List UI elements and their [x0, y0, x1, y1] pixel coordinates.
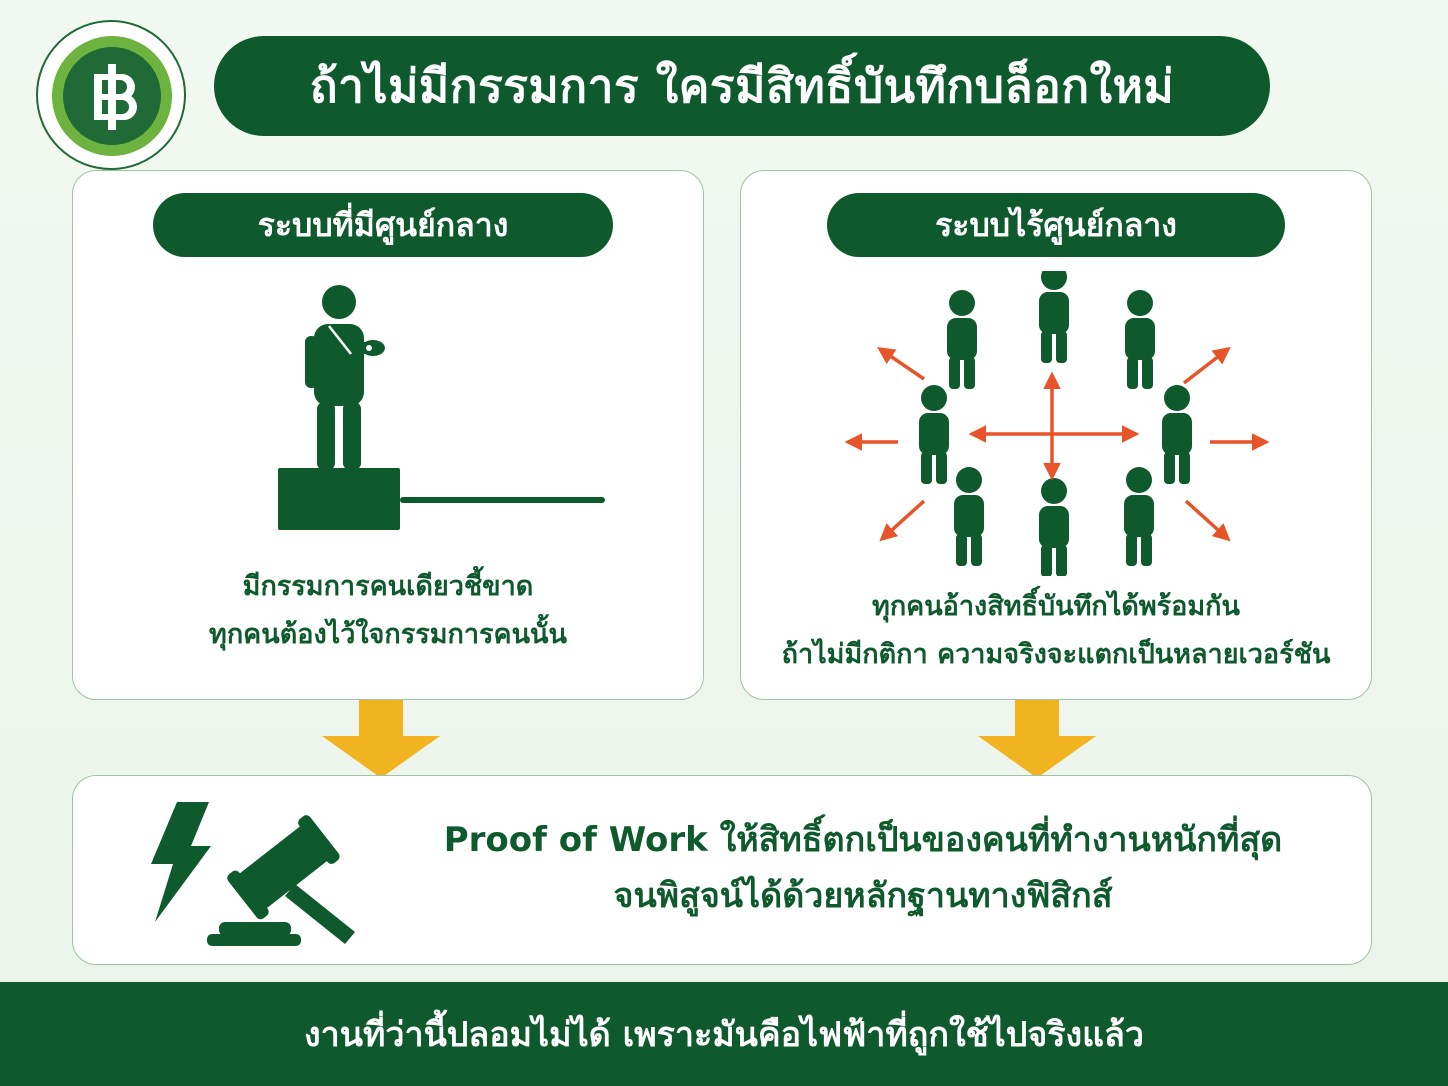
centralized-caption: มีกรรมการคนเดียวชี้ขาด ทุกคนต้องไว้ใจกรร…: [73, 563, 703, 659]
result-line1: Proof of Work ให้สิทธิ์ตกเป็นของคนที่ทำง…: [443, 820, 1283, 860]
decentralized-caption-line2: ถ้าไม่มีกติกา ความจริงจะแตกเป็นหลายเวอร์…: [781, 639, 1331, 670]
centralized-caption-line1: มีกรรมการคนเดียวชี้ขาด: [242, 571, 534, 602]
down-arrow-right-icon: [978, 700, 1096, 778]
baht-icon: [52, 36, 172, 156]
centralized-caption-line2: ทุกคนต้องไว้ใจกรรมการคนนั้น: [209, 619, 567, 650]
referee-on-podium-icon: [278, 285, 605, 530]
result-panel: Proof of Work ให้สิทธิ์ตกเป็นของคนที่ทำง…: [72, 775, 1372, 965]
centralized-panel: ระบบที่มีศูนย์กลาง มีกรรมการคนเดียวชี้ขา…: [72, 170, 704, 700]
footer-banner: งานที่ว่านี้ปลอมไม่ได้ เพราะมันคือไฟฟ้าท…: [0, 982, 1448, 1086]
network-of-people-icon: [844, 271, 1270, 576]
down-arrow-left-icon: [322, 700, 440, 778]
decentralized-panel: ระบบไร้ศูนย์กลาง: [740, 170, 1372, 700]
result-text: Proof of Work ให้สิทธิ์ตกเป็นของคนที่ทำง…: [373, 812, 1353, 924]
decentralized-caption-line1: ทุกคนอ้างสิทธิ์บันทึกได้พร้อมกัน: [872, 591, 1240, 622]
result-line2: จนพิสูจน์ได้ด้วยหลักฐานทางฟิสิกส์: [613, 876, 1113, 916]
logo: [36, 20, 186, 170]
gavel-icon: [207, 815, 355, 946]
page-title: ถ้าไม่มีกรรมการ ใครมีสิทธิ์บันทึกบล็อกให…: [214, 36, 1270, 136]
lightning-icon: [151, 802, 211, 922]
decentralized-heading: ระบบไร้ศูนย์กลาง: [827, 193, 1285, 257]
centralized-heading: ระบบที่มีศูนย์กลาง: [153, 193, 613, 257]
decentralized-caption: ทุกคนอ้างสิทธิ์บันทึกได้พร้อมกัน ถ้าไม่ม…: [741, 583, 1371, 679]
